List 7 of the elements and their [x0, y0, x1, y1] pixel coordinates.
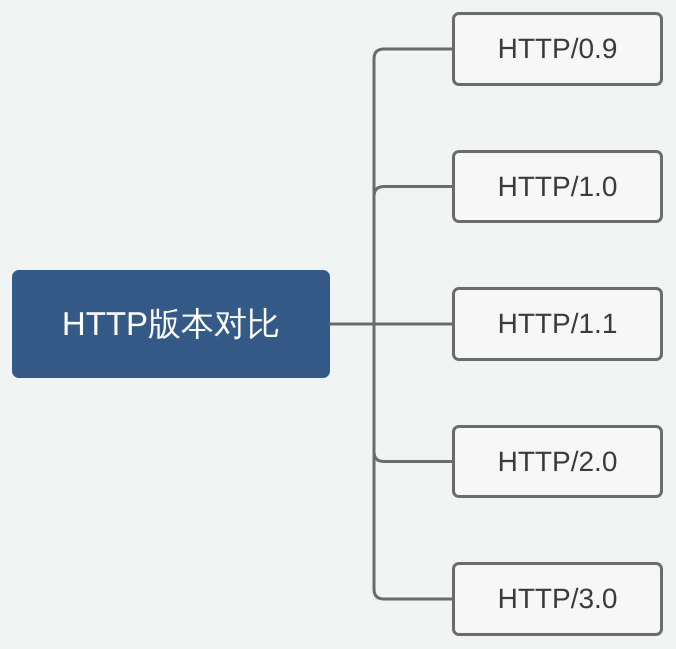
connector-line [330, 322, 452, 600]
topic-box: HTTP/1.0 [452, 150, 663, 223]
topic-box: HTTP/3.0 [452, 562, 663, 636]
central-topic-box: HTTP版本对比 [12, 270, 330, 378]
topic-box: HTTP/1.1 [452, 287, 663, 361]
topic-box: HTTP/0.9 [452, 12, 663, 86]
topic-box: HTTP/2.0 [452, 425, 663, 498]
